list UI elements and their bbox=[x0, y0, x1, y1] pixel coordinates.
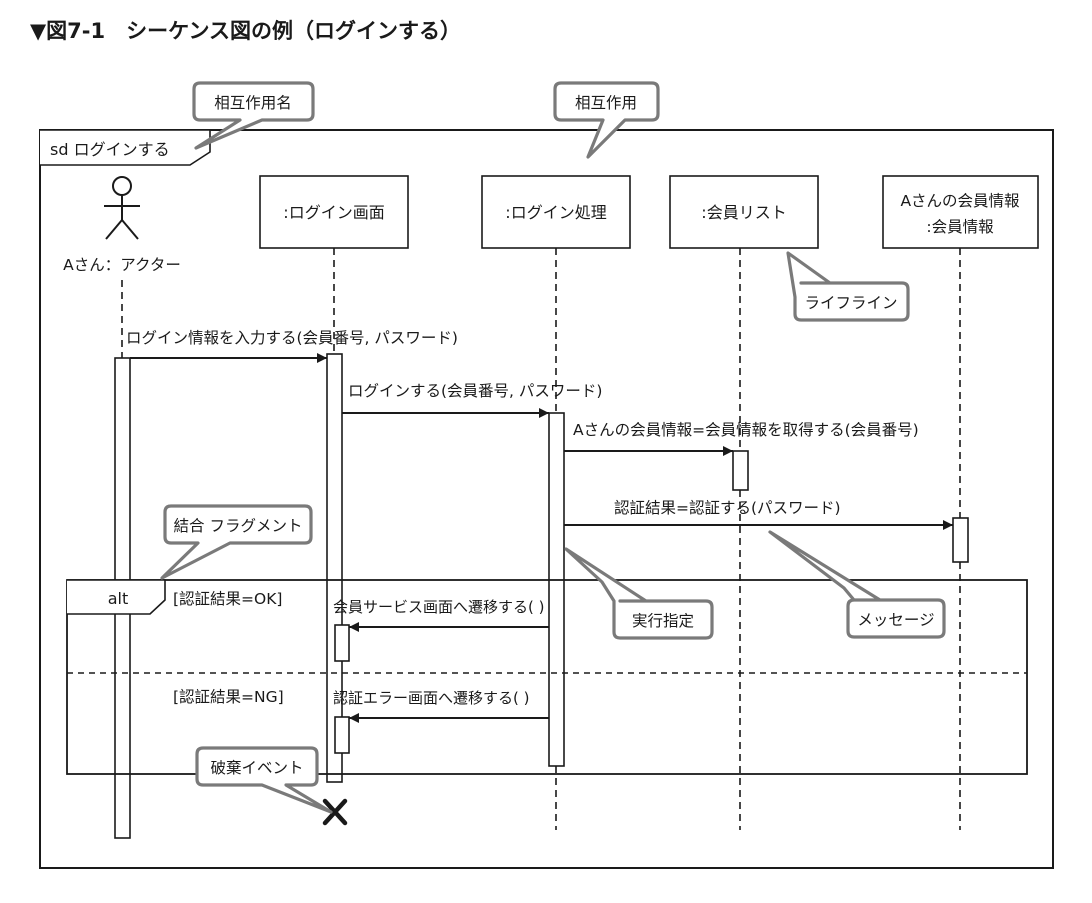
lifeline-head-member-list bbox=[669, 175, 819, 249]
lifeline-head-login-process bbox=[481, 175, 631, 249]
lifeline-label-login-screen: :ログイン画面 bbox=[283, 203, 384, 222]
callout-text-execution-spec: 実行指定 bbox=[632, 612, 694, 630]
callout-interaction bbox=[553, 81, 660, 159]
callout-text-interaction-name: 相互作用名 bbox=[214, 94, 292, 112]
callout-text-destruction: 破棄イベント bbox=[210, 759, 303, 777]
callout-text-lifeline: ライフライン bbox=[804, 294, 897, 312]
lifeline-head-member-info bbox=[882, 175, 1039, 249]
callout-destruction bbox=[195, 746, 333, 814]
execution-spec-login-process bbox=[548, 412, 565, 767]
frame-label: sd ログインする bbox=[50, 140, 170, 159]
execution-spec-nested-ok bbox=[334, 624, 350, 662]
lifeline-label-member-info-line1: Aさんの会員情報 bbox=[900, 192, 1020, 210]
interaction-frame bbox=[39, 129, 1054, 869]
execution-spec-nested-ng bbox=[334, 716, 350, 754]
message-label-3: Aさんの会員情報=会員情報を取得する(会員番号) bbox=[573, 421, 919, 439]
callout-text-interaction: 相互作用 bbox=[575, 94, 637, 112]
callout-text-message: メッセージ bbox=[857, 611, 934, 629]
fragment-operator-pentagon bbox=[67, 579, 166, 615]
figure-title: ▼図7-1 シーケンス図の例（ログインする） bbox=[30, 19, 461, 43]
frame-label-pentagon bbox=[40, 129, 211, 166]
combined-fragment bbox=[66, 579, 1028, 775]
callout-combined-fragment bbox=[160, 504, 313, 580]
destruction-x-icon bbox=[322, 798, 348, 826]
lifeline-label-member-list: :会員リスト bbox=[701, 203, 786, 222]
message-label-1: ログイン情報を入力する(会員番号, パスワード) bbox=[126, 329, 458, 347]
message-label-5: 会員サービス画面へ遷移する( ) bbox=[333, 598, 544, 616]
lifeline-label-member-info-line2: :会員情報 bbox=[926, 218, 994, 236]
fragment-guard-ok: [認証結果=OK] bbox=[173, 590, 282, 608]
execution-spec-member-list bbox=[732, 450, 749, 491]
callout-lifeline bbox=[786, 251, 910, 322]
callout-interaction-name bbox=[192, 81, 315, 150]
callout-execution-spec bbox=[564, 547, 714, 640]
message-label-6: 認証エラー画面へ遷移する( ) bbox=[333, 689, 529, 707]
actor-label: Aさん：アクター bbox=[63, 256, 181, 274]
execution-spec-member-info bbox=[952, 517, 969, 563]
actor-icon bbox=[104, 176, 140, 240]
message-label-4: 認証結果=認証する(パスワード) bbox=[614, 499, 841, 517]
fragment-guard-ng: [認証結果=NG] bbox=[173, 688, 284, 706]
execution-spec-login-screen bbox=[326, 353, 343, 783]
lifeline-label-login-process: :ログイン処理 bbox=[505, 203, 606, 222]
callout-text-combined-fragment: 結合 フラグメント bbox=[174, 517, 303, 535]
callout-message bbox=[768, 530, 946, 639]
message-label-2: ログインする(会員番号, パスワード) bbox=[348, 382, 602, 400]
fragment-operator: alt bbox=[108, 589, 129, 608]
